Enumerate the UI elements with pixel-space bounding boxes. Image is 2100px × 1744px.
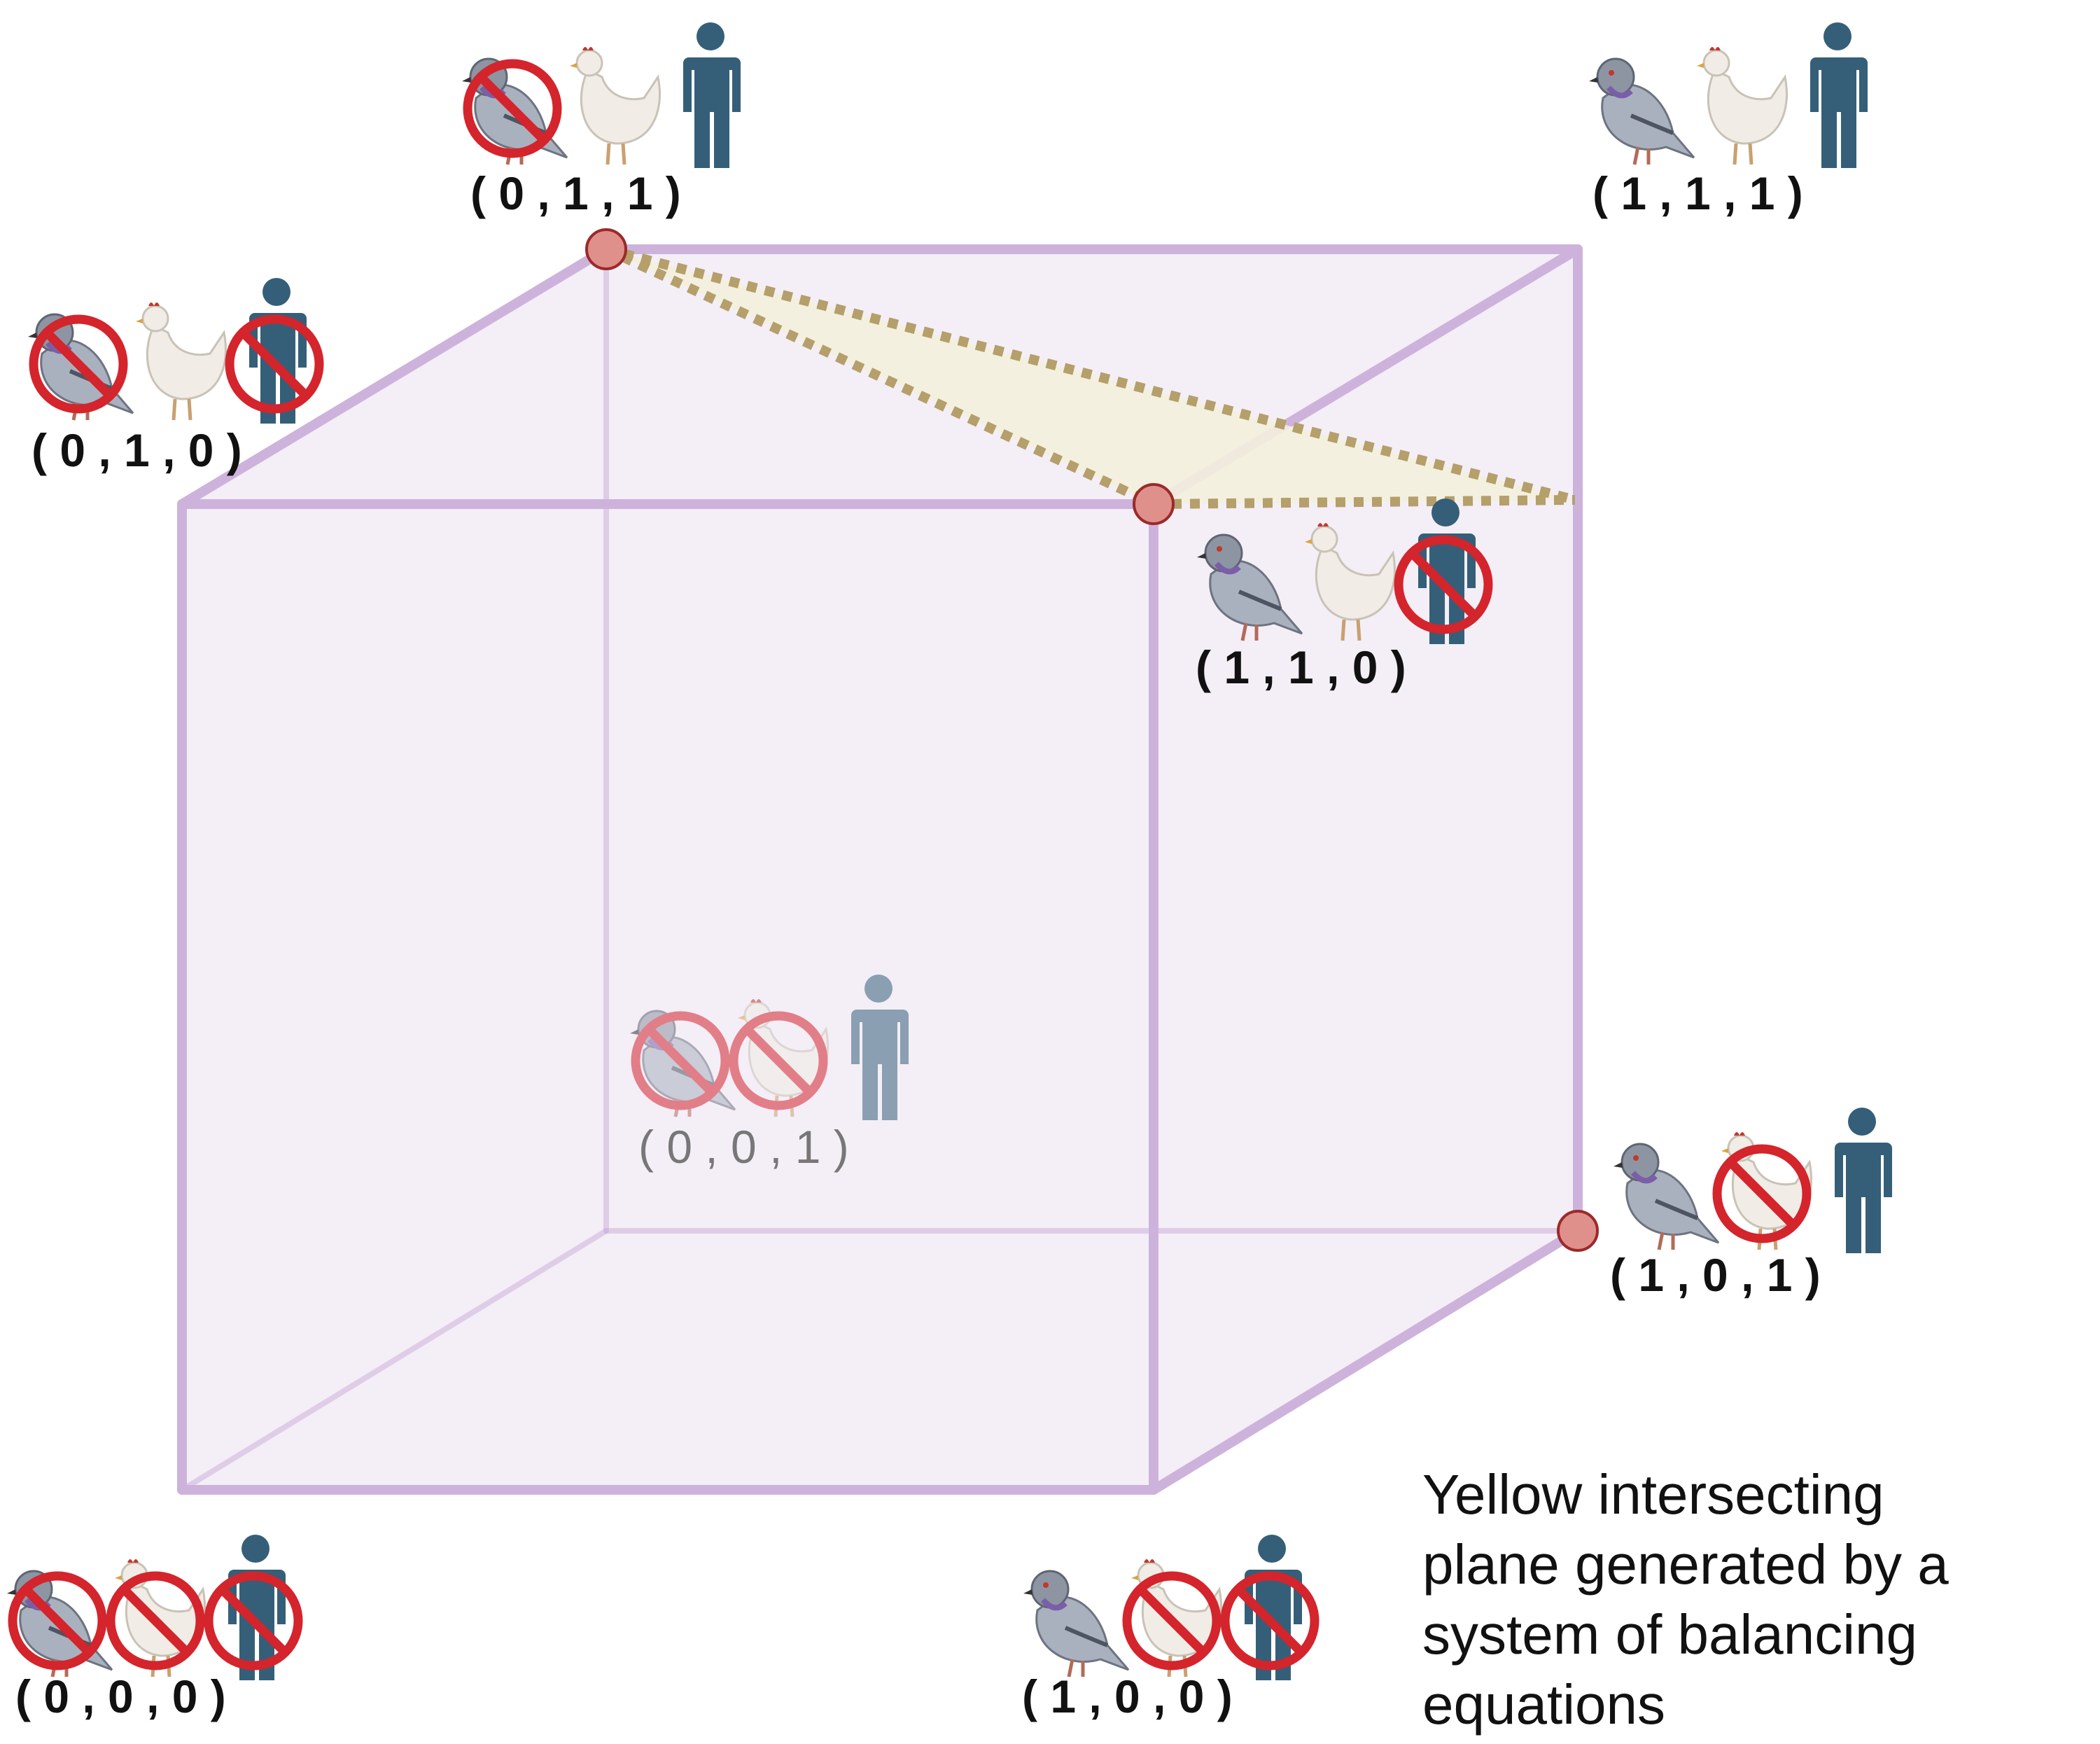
no-symbol-icon [29,314,128,414]
plane-points [585,228,1599,1252]
no-symbol-icon [106,1571,205,1670]
icon-group-111 [1589,22,1868,168]
human-icon [1418,498,1476,644]
pigeon-icon [1589,57,1695,165]
cube-edge [177,244,611,509]
cube-edge [1149,1226,1583,1495]
chicken-icon [1305,523,1396,641]
intersecting-plane [604,244,1576,509]
vertex-label-100: ( 1 , 0 , 0 ) [1022,1670,1233,1722]
vertex-label-000: ( 0 , 0 , 0 ) [15,1670,226,1722]
icon-group-100 [1023,1535,1320,1680]
caption-line-4: equations [1422,1673,1665,1736]
cube [177,244,1583,1495]
plane-point-110 [1133,483,1175,525]
no-symbol-icon [204,1571,303,1670]
human-icon [1810,22,1868,168]
human-icon [1835,1108,1892,1253]
human-icon [851,975,909,1120]
plane-point-101 [1557,1210,1599,1252]
vertex-icon-groups [7,22,1892,1680]
icon-group-011 [462,22,741,168]
chicken-icon [1697,47,1788,165]
icon-group-010 [28,278,324,424]
caption-line-1: Yellow intersecting [1422,1463,1884,1526]
pigeon-icon [1614,1143,1720,1250]
no-symbol-icon [1220,1571,1320,1670]
no-symbol-icon [225,314,324,414]
no-symbol-icon [1394,535,1493,634]
no-symbol-icon [1122,1571,1222,1670]
plane-edge [605,244,1576,505]
chicken-icon [570,47,661,165]
cube-face [182,504,1154,1490]
cube-face [182,1231,1578,1490]
icon-group-001 [630,975,909,1120]
no-symbol-icon [631,1011,730,1110]
vertex-label-001: ( 0 , 0 , 1 ) [638,1121,849,1173]
plane-edge [1153,495,1576,509]
pigeon-icon [1197,533,1303,641]
caption-line-3: system of balancing [1422,1603,1918,1666]
icon-group-000 [7,1535,303,1680]
icon-group-110 [1197,498,1493,644]
chicken-icon [136,302,227,421]
cube-face [182,249,606,1490]
cube-hidden-edge [179,1228,609,1493]
caption-line-2: plane generated by a [1422,1533,1949,1596]
no-symbol-icon [8,1571,107,1670]
vertex-label-011: ( 0 , 1 , 1 ) [470,167,681,219]
plane-edge [604,244,1156,509]
no-symbol-icon [729,1011,828,1110]
vertex-label-111: ( 1 , 1 , 1 ) [1592,167,1803,219]
human-icon [683,22,741,168]
human-icon [1245,1535,1302,1680]
human-icon [249,278,307,424]
vertex-label-110: ( 1 , 1 , 0 ) [1196,641,1406,693]
vertex-label-010: ( 0 , 1 , 0 ) [31,424,242,476]
plane-point-011 [585,228,627,270]
human-icon [228,1535,286,1680]
icon-group-101 [1614,1108,1892,1253]
no-symbol-icon [1712,1144,1812,1243]
no-symbol-icon [463,59,562,158]
vertex-label-101: ( 1 , 0 , 1 ) [1610,1249,1821,1301]
caption: Yellow intersecting plane generated by a… [1422,1460,2052,1740]
pigeon-icon [1023,1570,1130,1677]
